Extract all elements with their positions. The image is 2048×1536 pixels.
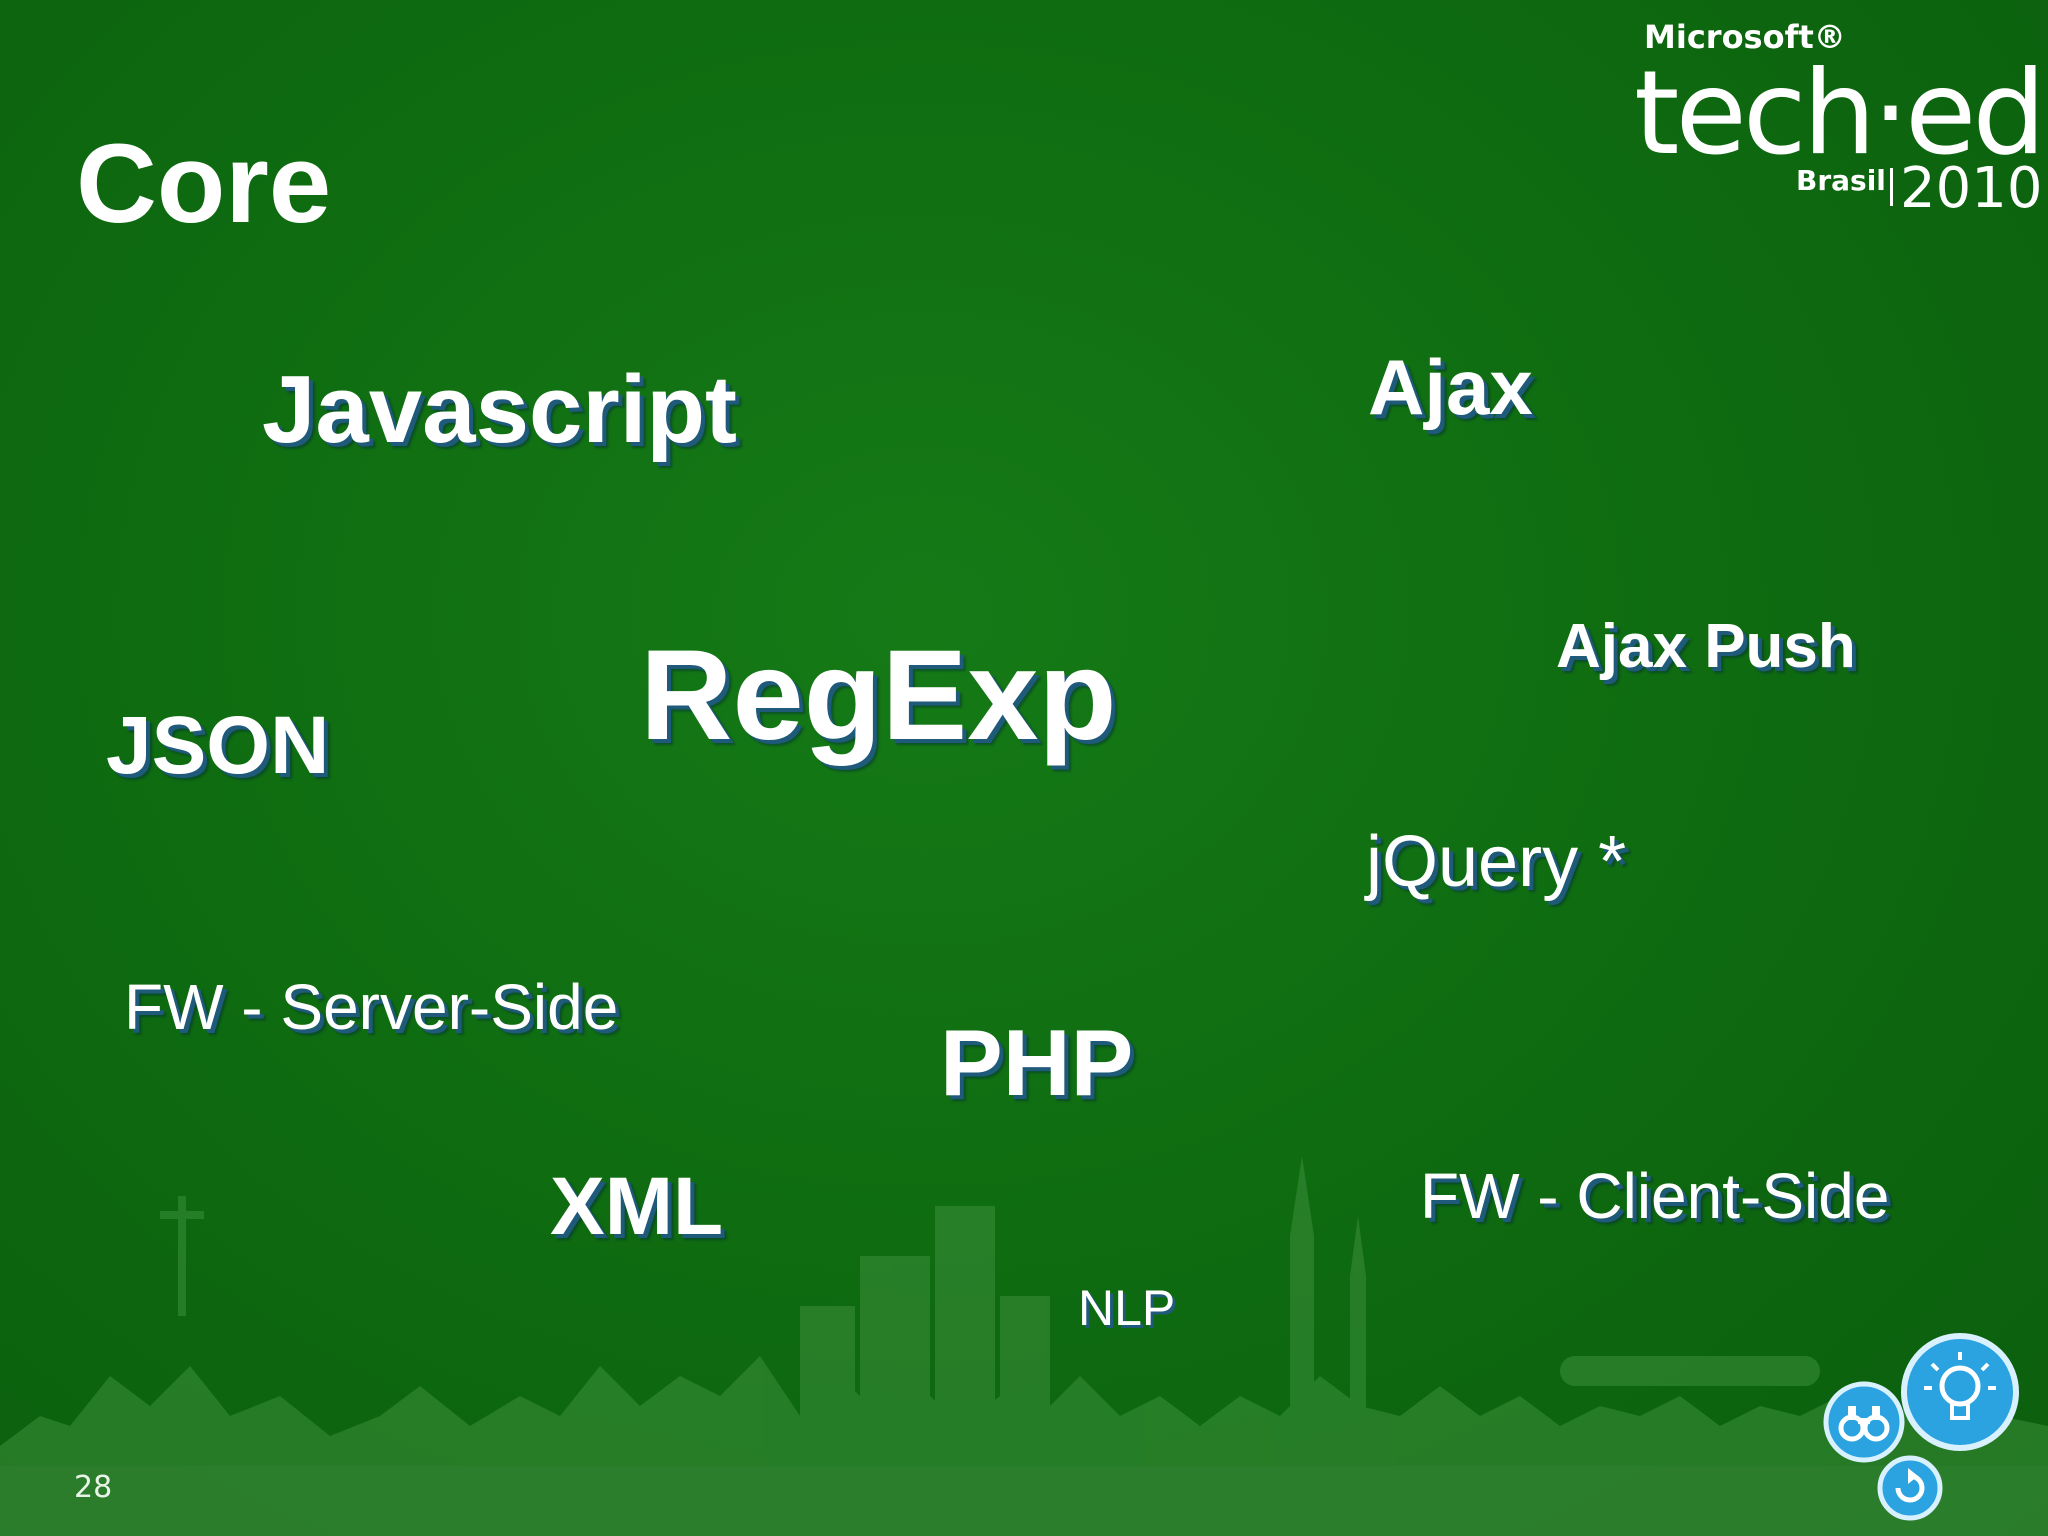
teched-brasil-2010-logo: Microsoft® tech·ed Brasil 2010	[1588, 16, 2046, 221]
word-regexp: RegExp	[640, 624, 1117, 767]
word-jquery: jQuery *	[1366, 822, 1627, 902]
word-fw-client-side: FW - Client-Side	[1420, 1160, 1890, 1232]
word-php: PHP	[940, 1010, 1134, 1115]
page-number: 28	[74, 1470, 113, 1505]
lightbulb-icon[interactable]	[1901, 1333, 2019, 1451]
logo-brand: Microsoft®	[1644, 18, 1846, 56]
logo-product: tech·ed	[1634, 46, 2046, 181]
slide-title: Core	[76, 121, 332, 246]
word-ajax: Ajax	[1368, 343, 1533, 431]
nav-icons-group	[1823, 1333, 2019, 1521]
binoculars-icon[interactable]	[1823, 1381, 1905, 1463]
word-json: JSON	[106, 700, 330, 791]
logo-separator	[1890, 168, 1893, 206]
word-nlp: NLP	[1078, 1280, 1176, 1336]
word-ajax-push: Ajax Push	[1556, 612, 1856, 681]
word-javascript: Javascript	[262, 356, 737, 463]
city-skyline-decoration	[0, 1156, 2048, 1536]
logo-year: 2010	[1900, 156, 2043, 221]
word-xml: XML	[550, 1161, 724, 1252]
logo-region: Brasil	[1796, 164, 1886, 197]
word-fw-server-side: FW - Server-Side	[124, 971, 619, 1043]
refresh-icon[interactable]	[1877, 1455, 1943, 1521]
